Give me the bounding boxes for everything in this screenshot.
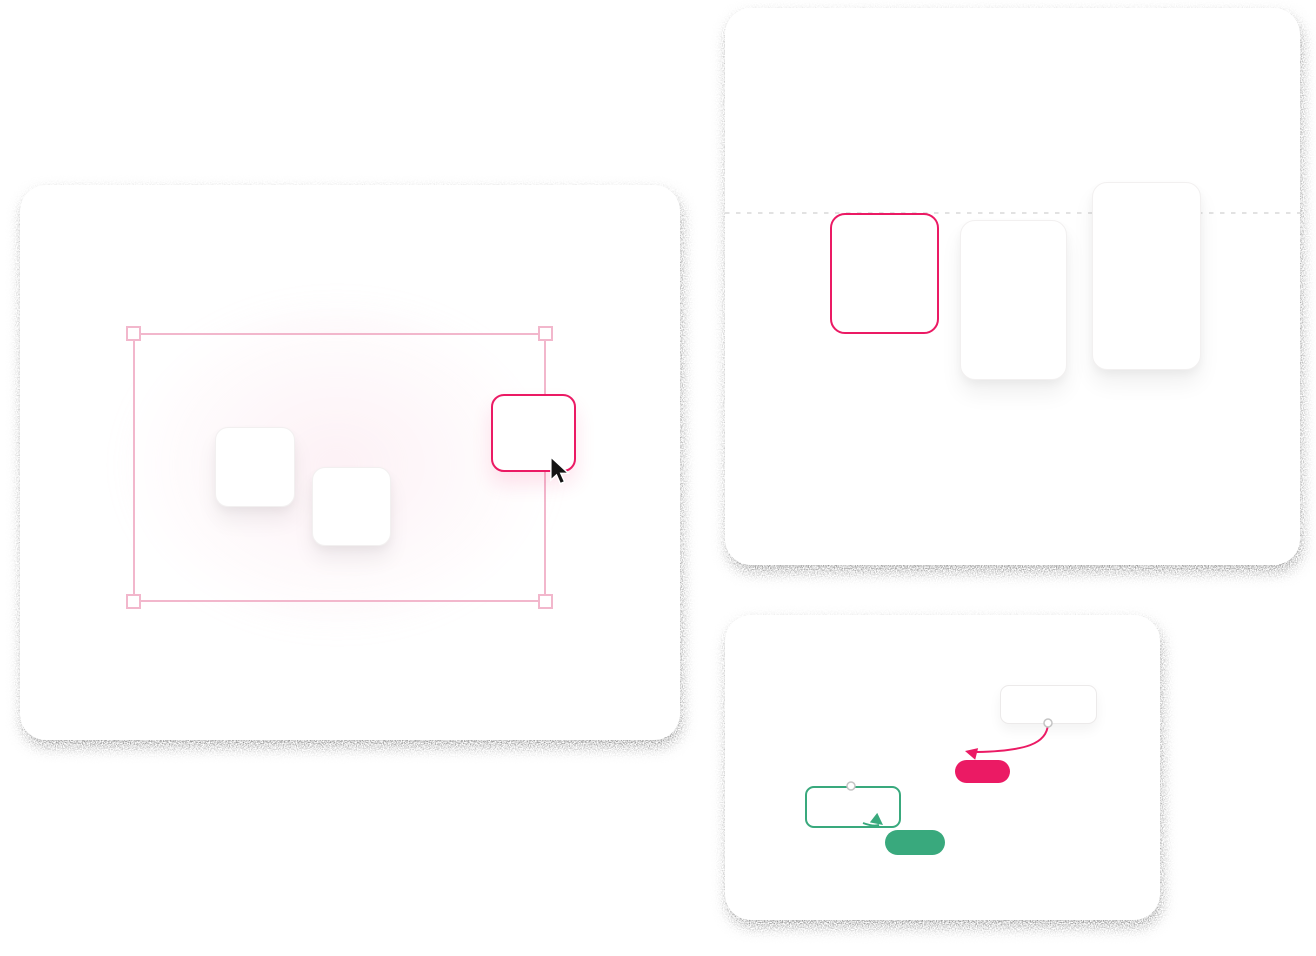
cursor-arrow-shape xyxy=(550,456,571,485)
alignment-guide-line xyxy=(725,212,1300,214)
canvas-shape-square-1[interactable] xyxy=(215,427,295,507)
panel-alignment-demo xyxy=(725,8,1300,565)
align-shape-2[interactable] xyxy=(960,220,1067,380)
align-shape-active[interactable] xyxy=(830,213,939,334)
green-pill-shape[interactable] xyxy=(885,830,945,855)
selection-handle-top-right[interactable] xyxy=(538,326,553,341)
cursor-arrow-icon xyxy=(550,456,571,485)
selection-handle-top-left[interactable] xyxy=(126,326,141,341)
panel-selection-demo xyxy=(20,185,680,740)
selection-handle-bottom-right[interactable] xyxy=(538,594,553,609)
pink-arrow-icon xyxy=(965,748,979,760)
canvas-shape-square-2[interactable] xyxy=(312,467,391,546)
pink-pill-shape[interactable] xyxy=(955,760,1010,783)
pink-connector-line xyxy=(976,723,1049,753)
connector-node-plain[interactable] xyxy=(1000,685,1097,724)
connector-node-green[interactable] xyxy=(805,786,901,828)
selection-handle-bottom-left[interactable] xyxy=(126,594,141,609)
align-shape-3[interactable] xyxy=(1092,182,1201,370)
connector-overlay xyxy=(846,718,1053,827)
panel-connector-demo xyxy=(725,615,1160,920)
